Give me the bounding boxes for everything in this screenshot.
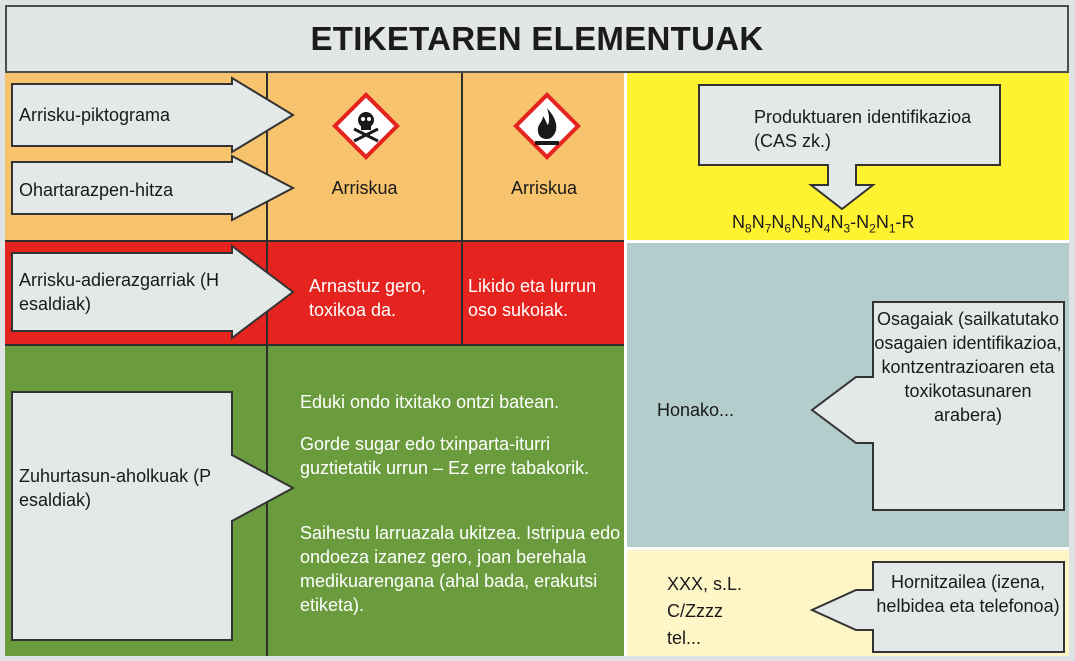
hazard-statement-2: Likido eta lurrun oso sukoiak.: [468, 276, 597, 320]
pictogram-arrow-shape: [11, 76, 295, 154]
hazard-statements-label: Arrisku-adierazgarriak (H esaldiak): [19, 270, 220, 314]
supplier-address: C/Zzzz: [667, 601, 723, 621]
hazard-arrow-shape: [11, 243, 295, 341]
grid-line: [625, 240, 1069, 243]
precautionary-statement-3: Saihestu larruazala ukitzea. Istripua ed…: [300, 523, 621, 615]
precautionary-arrow-shape: [11, 391, 296, 641]
skull-crossbones-icon: [332, 92, 400, 160]
cas-formula: N8N7N6N5N4N3-N2N1-R: [732, 210, 915, 241]
signal-word-arrow-shape: [11, 154, 296, 222]
signal-word-1: Arriskua: [331, 178, 398, 198]
grid-line: [624, 73, 627, 656]
precautionary-statement-2: Gorde sugar edo txinparta-iturri guztiet…: [300, 434, 590, 478]
grid-line: [5, 240, 625, 242]
pictogram-label: Arrisku-piktograma: [19, 105, 171, 125]
grid-line: [5, 344, 625, 346]
precautionary-statement-1: Eduki ondo itxitako ontzi batean.: [300, 392, 560, 412]
grid-line: [266, 73, 268, 345]
grid-line: [461, 73, 463, 345]
cas-formula-text: N8N7N6N5N4N3-N2N1-R: [732, 212, 915, 236]
supplier-lines: XXX, s.L. C/Zzzz tel...: [667, 571, 742, 652]
composition-label: Osagaiak (sailkatutako osagaien identifi…: [874, 309, 1062, 425]
page-title: ETIKETAREN ELEMENTUAK: [5, 5, 1069, 73]
precautionary-label: Zuhurtasun-aholkuak (P esaldiak): [19, 466, 211, 510]
supplier-name: XXX, s.L.: [667, 574, 743, 594]
signal-word-label: Ohartarazpen-hitza: [19, 180, 174, 200]
product-id-label: Produktuaren identifikazioa (CAS zk.): [754, 107, 972, 151]
composition-value: Honako...: [657, 400, 735, 420]
supplier-phone: tel...: [667, 628, 702, 648]
product-id-arrow-shape: [698, 84, 1001, 211]
composition-arrow-shape: [810, 301, 1065, 511]
flame-icon: [513, 92, 581, 160]
hazard-statement-1: Arnastuz gero, toxikoa da.: [309, 276, 427, 320]
supplier-arrow-shape: [809, 561, 1065, 653]
supplier-label: Hornitzailea (izena, helbidea eta telefo…: [876, 572, 1060, 616]
grid-line: [625, 547, 1069, 550]
signal-word-2: Arriskua: [510, 178, 577, 198]
